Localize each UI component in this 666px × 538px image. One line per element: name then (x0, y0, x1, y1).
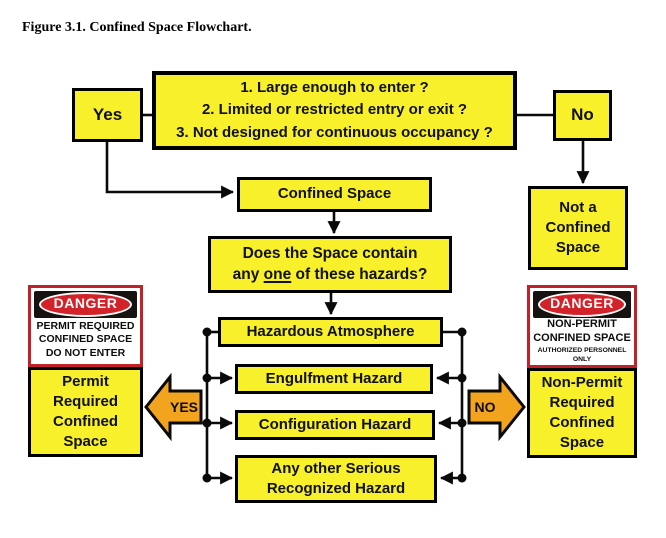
left-sign-line-3: DO NOT ENTER (45, 346, 126, 359)
criteria-box: 1. Large enough to enter ? 2. Limited or… (152, 71, 517, 150)
left-sign-line-1: PERMIT REQUIRED (36, 319, 135, 332)
right-result-line-4: Space (559, 434, 605, 452)
danger-sign-permit-required: DANGER PERMIT REQUIRED CONFINED SPACE DO… (28, 285, 143, 367)
yes-box: Yes (72, 88, 143, 142)
right-sign-line-2: CONFINED SPACE (533, 331, 631, 344)
criteria-line-2: 2. Limited or restricted entry or exit ? (201, 101, 468, 119)
other-serious-hazard-box: Any other Serious Recognized Hazard (235, 455, 437, 503)
criteria-line-1: 1. Large enough to enter ? (240, 78, 429, 96)
no-block-arrow: NO (467, 372, 526, 442)
right-result-line-2: Required (549, 393, 615, 411)
right-sign-line-1: NON-PERMIT (547, 318, 617, 330)
non-permit-result-box: Non-Permit Required Confined Space (527, 368, 637, 458)
not-confined-line-2: Confined (545, 218, 611, 236)
junction-dots (202, 327, 467, 483)
hazardous-atmosphere-box: Hazardous Atmosphere (218, 317, 443, 347)
right-result-line-1: Non-Permit (541, 373, 623, 391)
configuration-hazard-label: Configuration Hazard (258, 415, 412, 433)
criteria-line-3: 3. Not designed for continuous occupancy… (176, 123, 493, 141)
other-serious-hazard-label: Any other Serious Recognized Hazard (266, 459, 406, 497)
right-sign-line-3: AUTHORIZED PERSONNEL ONLY (537, 346, 627, 364)
danger-sign-band: DANGER (34, 291, 137, 318)
no-label: No (571, 105, 594, 125)
left-result-line-4: Space (63, 433, 108, 451)
right-result-line-3: Confined (549, 414, 615, 431)
hazard-question-box: Does the Space contain any one of these … (208, 236, 452, 293)
not-confined-space-box: Not a Confined Space (528, 186, 628, 270)
yes-arrow-label: YES (170, 399, 198, 415)
danger-sign-text: PERMIT REQUIRED CONFINED SPACE DO NOT EN… (34, 318, 137, 362)
figure-title: Figure 3.1. Confined Space Flowchart. (22, 20, 252, 35)
yes-block-arrow: YES (144, 372, 203, 442)
hazardous-atmosphere-label: Hazardous Atmosphere (246, 322, 415, 340)
left-result-line-3: Confined (53, 413, 118, 430)
confined-space-label: Confined Space (277, 185, 392, 203)
not-confined-line-3: Space (555, 239, 601, 257)
engulfment-hazard-label: Engulfment Hazard (265, 369, 403, 387)
danger-oval: DANGER (39, 292, 132, 317)
permit-required-result-box: Permit Required Confined Space (28, 367, 143, 457)
wire-yes-to-confined-space (105, 142, 235, 199)
danger-sign-text: NON-PERMIT CONFINED SPACE AUTHORIZED PER… (533, 318, 631, 365)
left-result-line-2: Required (52, 392, 118, 410)
danger-sign-non-permit: DANGER NON-PERMIT CONFINED SPACE AUTHORI… (527, 285, 637, 368)
left-result-line-1: Permit (62, 372, 109, 390)
danger-sign-band: DANGER (533, 291, 631, 318)
no-arrow-label: NO (475, 399, 496, 415)
danger-oval: DANGER (537, 292, 627, 317)
confined-space-box: Confined Space (237, 177, 432, 212)
yes-label: Yes (92, 104, 123, 124)
left-sign-line-2: CONFINED SPACE (38, 333, 133, 346)
hazard-question-line-2-pre: any (232, 265, 264, 283)
not-confined-line-1: Not a (559, 198, 597, 216)
no-box: No (553, 90, 612, 141)
hazard-question-line-1: Does the Space contain (242, 244, 418, 262)
hazard-question-line-2-post: of these hazards? (291, 265, 428, 283)
configuration-hazard-box: Configuration Hazard (235, 410, 435, 440)
engulfment-hazard-box: Engulfment Hazard (235, 364, 433, 394)
hazard-question-underlined-word: one (263, 265, 292, 283)
hazard-question-line-2: any one of these hazards? (233, 265, 428, 286)
